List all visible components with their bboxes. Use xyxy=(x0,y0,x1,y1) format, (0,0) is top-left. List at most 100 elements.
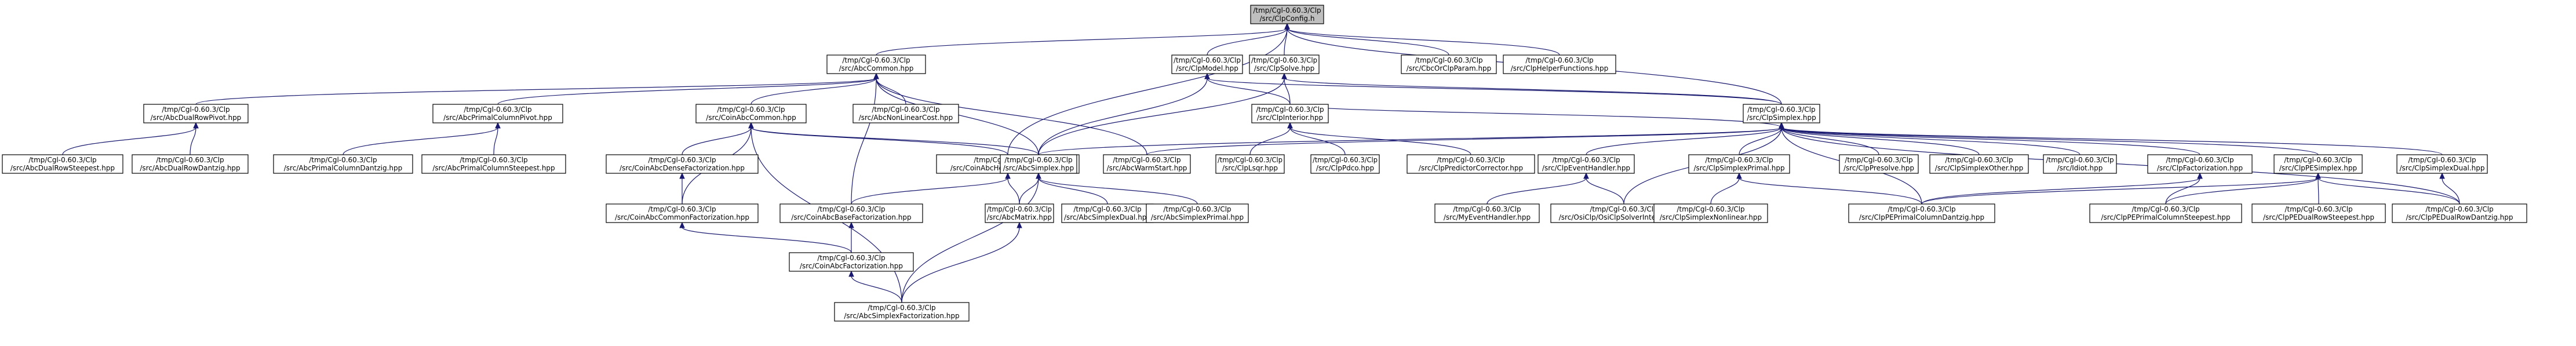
graph-node-abcdualrowpivot[interactable]: /tmp/Cgl-0.60.3/Clp/src/AbcDualRowPivot.… xyxy=(143,104,249,123)
node-box[interactable] xyxy=(826,54,926,74)
node-box[interactable] xyxy=(606,154,759,174)
node-box[interactable] xyxy=(1061,203,1154,223)
graph-node-clppedualrowsteepest[interactable]: /tmp/Cgl-0.60.3/Clp/src/ClpPEDualRowStee… xyxy=(2251,203,2386,223)
graph-node-clppeprimalcolumndantzig[interactable]: /tmp/Cgl-0.60.3/Clp/src/ClpPEPrimalColum… xyxy=(1848,203,1995,223)
node-box[interactable] xyxy=(1401,54,1497,74)
graph-node-clpsimplexother[interactable]: /tmp/Cgl-0.60.3/Clp/src/ClpSimplexOther.… xyxy=(1929,154,2029,174)
node-box[interactable] xyxy=(132,154,249,174)
graph-node-coinabccommonfactorization[interactable]: /tmp/Cgl-0.60.3/Clp/src/CoinAbcCommonFac… xyxy=(606,203,759,223)
node-box[interactable] xyxy=(1848,203,1995,223)
graph-node-abccommon[interactable]: /tmp/Cgl-0.60.3/Clp/src/AbcCommon.hpp xyxy=(826,54,926,74)
node-box[interactable] xyxy=(2396,154,2488,174)
graph-node-abcsimplexprimal[interactable]: /tmp/Cgl-0.60.3/Clp/src/AbcSimplexPrimal… xyxy=(1146,203,1249,223)
node-file-line: /src/ClpPresolve.hpp xyxy=(1843,164,1914,172)
graph-node-abcprimalcolumnsteepest[interactable]: /tmp/Cgl-0.60.3/Clp/src/AbcPrimalColumnS… xyxy=(421,154,566,174)
node-box[interactable] xyxy=(1653,203,1768,223)
graph-node-clpfactorization[interactable]: /tmp/Cgl-0.60.3/Clp/src/ClpFactorization… xyxy=(2147,154,2253,174)
node-box[interactable] xyxy=(1434,203,1540,223)
graph-node-clppeprimalcolumnsteepest[interactable]: /tmp/Cgl-0.60.3/Clp/src/ClpPEPrimalColum… xyxy=(2089,203,2242,223)
dependency-edge xyxy=(851,275,902,303)
graph-node-coinabccommon[interactable]: /tmp/Cgl-0.60.3/Clp/src/CoinAbcCommon.hp… xyxy=(695,104,807,123)
node-box[interactable] xyxy=(1310,154,1380,174)
node-box[interactable] xyxy=(1171,54,1243,74)
node-path-line: /tmp/Cgl-0.60.3/Clp xyxy=(460,156,527,164)
node-box[interactable] xyxy=(1250,5,1324,24)
graph-node-abcprimalcolumndantzig[interactable]: /tmp/Cgl-0.60.3/Clp/src/AbcPrimalColumnD… xyxy=(273,154,413,174)
node-box[interactable] xyxy=(421,154,566,174)
graph-node-abcsimplex[interactable]: /tmp/Cgl-0.60.3/Clp/src/AbcSimplex.hpp xyxy=(1000,154,1077,174)
graph-node-clppredictorcorrector[interactable]: /tmp/Cgl-0.60.3/Clp/src/ClpPredictorCorr… xyxy=(1407,154,1535,174)
edge-arrowhead xyxy=(495,122,501,129)
node-path-line: /tmp/Cgl-0.60.3/Clp xyxy=(1945,156,2013,164)
node-box[interactable] xyxy=(1215,154,1285,174)
graph-node-clpsimplexprimal[interactable]: /tmp/Cgl-0.60.3/Clp/src/ClpSimplexPrimal… xyxy=(1688,154,1790,174)
graph-node-abcsimplexfactorization[interactable]: /tmp/Cgl-0.60.3/Clp/src/AbcSimplexFactor… xyxy=(834,302,970,322)
node-box[interactable] xyxy=(779,203,923,223)
node-box[interactable] xyxy=(1103,154,1191,174)
node-box[interactable] xyxy=(1688,154,1790,174)
node-box[interactable] xyxy=(1407,154,1535,174)
node-box[interactable] xyxy=(2251,203,2386,223)
node-box[interactable] xyxy=(606,203,759,223)
graph-node-clpsimplexdual[interactable]: /tmp/Cgl-0.60.3/Clp/src/ClpSimplexDual.h… xyxy=(2396,154,2488,174)
node-box[interactable] xyxy=(695,104,807,123)
graph-node-clpeventhandler[interactable]: /tmp/Cgl-0.60.3/Clp/src/ClpEventHandler.… xyxy=(1537,154,1635,174)
graph-node-abcwarmstart[interactable]: /tmp/Cgl-0.60.3/Clp/src/AbcWarmStart.hpp xyxy=(1103,154,1191,174)
dependency-edge xyxy=(682,227,852,253)
node-file-line: /src/ClpLsqr.hpp xyxy=(1222,164,1278,172)
graph-node-abcnonlinearcost[interactable]: /tmp/Cgl-0.60.3/Clp/src/AbcNonLinearCost… xyxy=(852,104,959,123)
node-box[interactable] xyxy=(1251,104,1329,123)
node-box[interactable] xyxy=(1537,154,1635,174)
graph-node-abcmatrix[interactable]: /tmp/Cgl-0.60.3/Clp/src/AbcMatrix.hpp xyxy=(985,203,1054,223)
node-box[interactable] xyxy=(1743,104,1820,123)
edge-arrowhead xyxy=(1016,221,1022,228)
node-box[interactable] xyxy=(2147,154,2253,174)
graph-node-myeventhandler[interactable]: /tmp/Cgl-0.60.3/Clp/src/MyEventHandler.h… xyxy=(1434,203,1540,223)
graph-node-abcdualrowdantzig[interactable]: /tmp/Cgl-0.60.3/Clp/src/AbcDualRowDantzi… xyxy=(132,154,249,174)
node-box[interactable] xyxy=(852,104,959,123)
graph-node-clppedualrowdantzig[interactable]: /tmp/Cgl-0.60.3/Clp/src/ClpPEDualRowDant… xyxy=(2392,203,2527,223)
graph-node-clpsimplex[interactable]: /tmp/Cgl-0.60.3/Clp/src/ClpSimplex.hpp xyxy=(1743,104,1820,123)
graph-node-abcprimalcolumnpivot[interactable]: /tmp/Cgl-0.60.3/Clp/src/AbcPrimalColumnP… xyxy=(432,104,563,123)
node-box[interactable] xyxy=(789,252,914,272)
node-box[interactable] xyxy=(273,154,413,174)
node-path-line: /tmp/Cgl-0.60.3/Clp xyxy=(817,254,885,262)
graph-node-abcdualrowsteepest[interactable]: /tmp/Cgl-0.60.3/Clp/src/AbcDualRowSteepe… xyxy=(2,154,123,174)
dependency-edge xyxy=(1739,177,1922,205)
node-box[interactable] xyxy=(2043,154,2117,174)
node-box[interactable] xyxy=(1929,154,2029,174)
node-box[interactable] xyxy=(1249,54,1320,74)
node-box[interactable] xyxy=(834,302,970,322)
dependency-edge xyxy=(1207,28,1288,56)
node-box[interactable] xyxy=(1000,154,1077,174)
graph-node-clpinterior[interactable]: /tmp/Cgl-0.60.3/Clp/src/ClpInterior.hpp xyxy=(1251,104,1329,123)
graph-node-clplsqr[interactable]: /tmp/Cgl-0.60.3/Clp/src/ClpLsqr.hpp xyxy=(1215,154,1285,174)
edge-arrowhead xyxy=(2439,172,2445,179)
node-box[interactable] xyxy=(1503,54,1616,74)
graph-node-cbcorclpparam[interactable]: /tmp/Cgl-0.60.3/Clp/src/CbcOrClpParam.hp… xyxy=(1401,54,1497,74)
node-box[interactable] xyxy=(2273,154,2363,174)
graph-node-clpsolve[interactable]: /tmp/Cgl-0.60.3/Clp/src/ClpSolve.hpp xyxy=(1249,54,1320,74)
graph-node-coinabcbasefactorization[interactable]: /tmp/Cgl-0.60.3/Clp/src/CoinAbcBaseFacto… xyxy=(779,203,923,223)
graph-node-clphelperfunctions[interactable]: /tmp/Cgl-0.60.3/Clp/src/ClpHelperFunctio… xyxy=(1503,54,1616,74)
node-box[interactable] xyxy=(143,104,249,123)
graph-node-coinabcdensefactorization[interactable]: /tmp/Cgl-0.60.3/Clp/src/CoinAbcDenseFact… xyxy=(606,154,759,174)
graph-node-idiot[interactable]: /tmp/Cgl-0.60.3/Clp/src/Idiot.hpp xyxy=(2043,154,2117,174)
node-box[interactable] xyxy=(1146,203,1249,223)
graph-node-abcsimplexdual[interactable]: /tmp/Cgl-0.60.3/Clp/src/AbcSimplexDual.h… xyxy=(1061,203,1154,223)
graph-node-clpmodel[interactable]: /tmp/Cgl-0.60.3/Clp/src/ClpModel.hpp xyxy=(1171,54,1243,74)
node-box[interactable] xyxy=(985,203,1054,223)
graph-node-clppresolve[interactable]: /tmp/Cgl-0.60.3/Clp/src/ClpPresolve.hpp xyxy=(1839,154,1919,174)
node-box[interactable] xyxy=(2392,203,2527,223)
graph-node-clpsimplexnonlinear[interactable]: /tmp/Cgl-0.60.3/Clp/src/ClpSimplexNonlin… xyxy=(1653,203,1768,223)
node-box[interactable] xyxy=(432,104,563,123)
node-box[interactable] xyxy=(1839,154,1919,174)
graph-node-clppdco[interactable]: /tmp/Cgl-0.60.3/Clp/src/ClpPdco.hpp xyxy=(1310,154,1380,174)
graph-node-coinabcfactorization[interactable]: /tmp/Cgl-0.60.3/Clp/src/CoinAbcFactoriza… xyxy=(789,252,914,272)
node-path-line: /tmp/Cgl-0.60.3/Clp xyxy=(1453,205,1521,213)
graph-node-clppesimplex[interactable]: /tmp/Cgl-0.60.3/Clp/src/ClpPESimplex.hpp xyxy=(2273,154,2363,174)
graph-node-root[interactable]: /tmp/Cgl-0.60.3/Clp/src/ClpConfig.h xyxy=(1250,5,1324,24)
node-box[interactable] xyxy=(2089,203,2242,223)
node-box[interactable] xyxy=(2,154,123,174)
node-file-line: /src/AbcDualRowPivot.hpp xyxy=(151,114,242,122)
